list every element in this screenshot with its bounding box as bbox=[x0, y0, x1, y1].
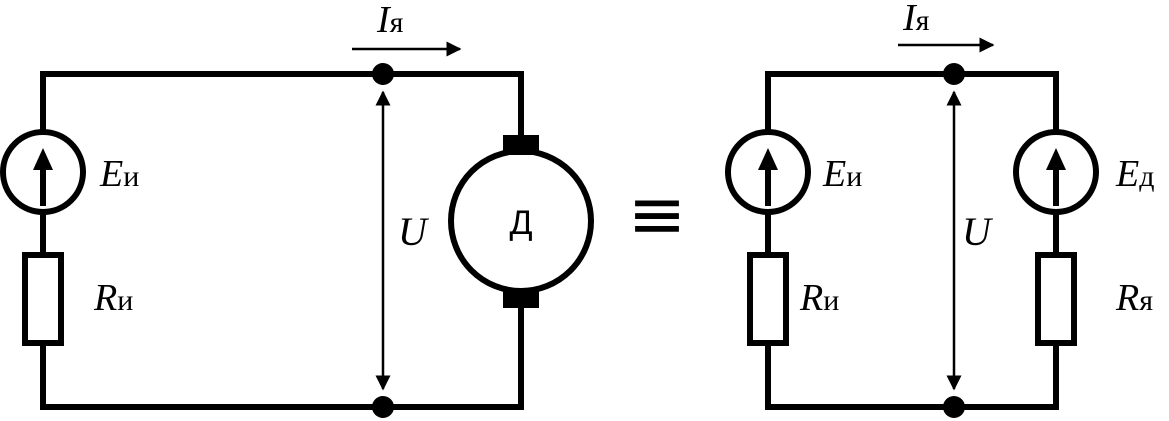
right-left-top-wire bbox=[765, 71, 1059, 133]
left-resistance-label: Rи bbox=[93, 277, 133, 319]
left-emf-source bbox=[0, 129, 86, 215]
left-emf-label: Eи bbox=[99, 153, 139, 195]
right-source-emf bbox=[725, 129, 811, 215]
left-top-node bbox=[372, 63, 394, 85]
right-armature-resistance-label: Rя bbox=[1115, 277, 1153, 319]
left-source-resistor bbox=[22, 252, 64, 346]
right-bottom-node bbox=[943, 396, 965, 418]
left-bottom-node bbox=[372, 396, 394, 418]
right-current-label: Iя bbox=[902, 0, 930, 39]
right-motor-emf-label: Eд bbox=[1115, 153, 1154, 195]
right-top-node bbox=[943, 63, 965, 85]
right-bottom-wire bbox=[765, 342, 1059, 410]
equivalence-symbol: ≡ bbox=[628, 173, 687, 255]
right-source-emf-label: Eи bbox=[822, 153, 862, 195]
right-source-resistor bbox=[747, 252, 789, 346]
left-voltage-label: U bbox=[398, 209, 430, 254]
left-circuit: Eи Rи U Iя Д bbox=[0, 0, 594, 418]
left-current-label: Iя bbox=[376, 0, 404, 41]
left-bottom-wire bbox=[40, 297, 524, 410]
motor-label: Д bbox=[509, 204, 532, 242]
right-motor-emf bbox=[1013, 129, 1099, 215]
right-armature-resistor bbox=[1035, 252, 1077, 346]
right-source-resistance-label: Rи bbox=[799, 277, 839, 319]
motor: Д bbox=[448, 135, 594, 308]
right-voltage-label: U bbox=[962, 209, 994, 254]
left-top-wire bbox=[40, 71, 524, 143]
right-circuit: Eи Rи Eд Rя U Iя bbox=[725, 0, 1154, 418]
